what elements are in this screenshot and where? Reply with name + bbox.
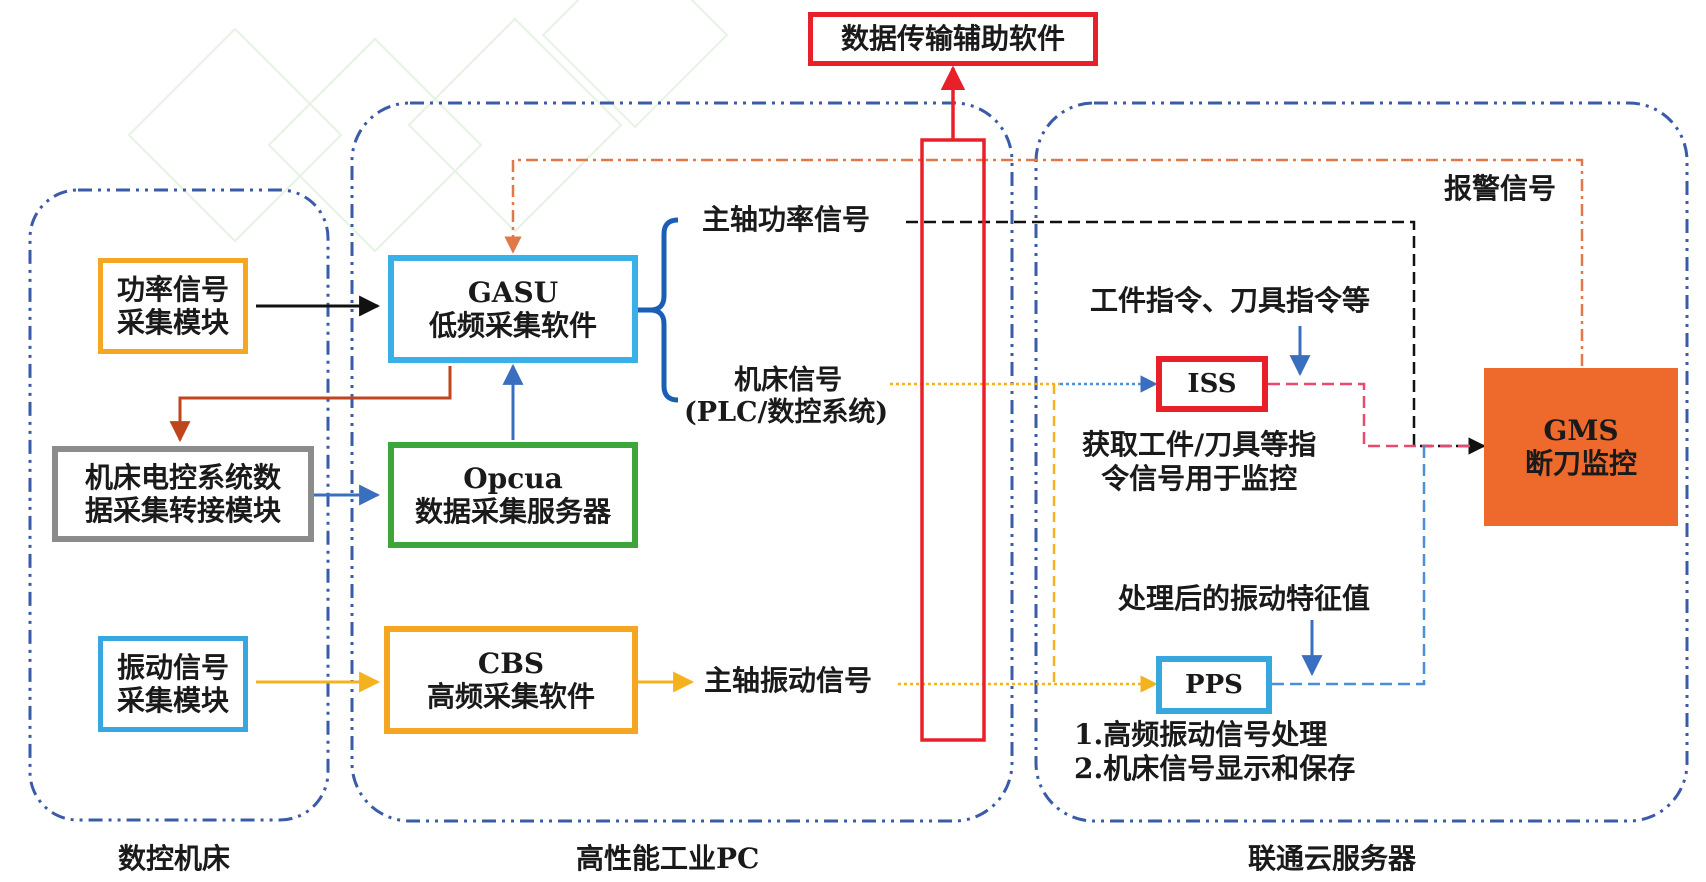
vibration-module-box: 振动信号 采集模块 [98, 636, 248, 732]
opcua-subtitle: 数据采集服务器 [414, 495, 611, 528]
line-iss-to-gms [1268, 382, 1470, 448]
opcua-box: Opcua 数据采集服务器 [388, 442, 638, 548]
vibration-module-line2: 采集模块 [116, 684, 229, 717]
processed-values-label: 处理后的振动特征值 [1118, 582, 1371, 615]
pps-description-line2: 2.机床信号显示和保存 [1074, 751, 1356, 785]
zone-caption-cnc: 数控机床 [118, 842, 231, 875]
iss-box: ISS [1156, 356, 1268, 412]
power-module-line1: 功率信号 [116, 272, 229, 306]
pps-box: PPS [1156, 656, 1272, 714]
gasu-title: GASU [467, 275, 559, 309]
alarm-signal-label: 报警信号 [1444, 172, 1557, 205]
power-module-line2: 采集模块 [116, 306, 229, 339]
gasu-box: GASU 低频采集软件 [388, 255, 638, 363]
zone-cnc [28, 188, 330, 822]
alarm-signal-line [504, 158, 1584, 366]
pps-description-line1: 1.高频振动信号处理 [1074, 718, 1328, 751]
zone-pc [350, 101, 1014, 823]
cbs-title: CBS [477, 646, 545, 680]
arrow-gasu-to-electrical [169, 366, 452, 443]
watermark-shapes [127, 0, 729, 253]
zone-caption-pc: 高性能工业PC [576, 842, 760, 875]
iss-label: ISS [1187, 368, 1237, 399]
cbs-box: CBS 高频采集软件 [384, 626, 638, 734]
gms-box: GMS 断刀监控 [1484, 368, 1678, 526]
line-spindle-power-to-gms [906, 220, 1486, 455]
signal-brace [649, 217, 679, 403]
spindle-power-signal-label: 主轴功率信号 [702, 203, 871, 236]
iss-description-line2: 令信号用于监控 [1101, 461, 1298, 495]
spindle-vibration-signal-label: 主轴振动信号 [704, 664, 873, 697]
iss-description: 获取工件/刀具等指 令信号用于监控 [1082, 428, 1316, 495]
zone-cloud [1034, 101, 1689, 823]
iss-description-line1: 获取工件/刀具等指 [1082, 428, 1317, 461]
pps-description: 1.高频振动信号处理 2.机床信号显示和保存 [1074, 718, 1355, 785]
line-pps-to-gms [1272, 446, 1426, 686]
gms-subtitle: 断刀监控 [1524, 447, 1637, 480]
electrical-module-box: 机床电控系统数 据采集转接模块 [52, 446, 314, 542]
machine-signal-label: 机床信号 (PLC/数控系统) [684, 365, 888, 430]
gms-title: GMS [1543, 413, 1619, 447]
electrical-module-line2: 据采集转接模块 [84, 494, 281, 527]
data-transfer-column [920, 138, 986, 742]
vibration-module-line1: 振动信号 [116, 650, 229, 684]
cbs-subtitle: 高频采集软件 [426, 680, 595, 713]
opcua-title: Opcua [463, 461, 563, 495]
gasu-subtitle: 低频采集软件 [428, 309, 597, 342]
pps-label: PPS [1185, 669, 1243, 700]
machine-signal-line1: 机床信号 [734, 365, 843, 396]
machine-signal-line2: (PLC/数控系统) [684, 397, 889, 429]
electrical-module-line1: 机床电控系统数 [84, 460, 281, 494]
data-transfer-software-box: 数据传输辅助软件 [808, 12, 1098, 66]
data-transfer-software-label: 数据传输辅助软件 [840, 22, 1065, 56]
power-module-box: 功率信号 采集模块 [98, 258, 248, 354]
zone-caption-cloud: 联通云服务器 [1248, 842, 1417, 875]
instructions-label: 工件指令、刀具指令等 [1090, 284, 1371, 317]
